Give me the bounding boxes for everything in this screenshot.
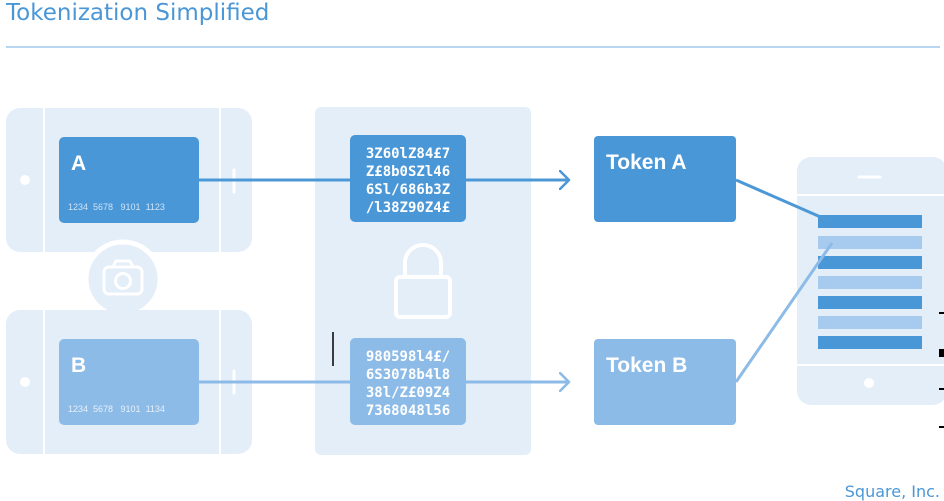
token-b-to-phone <box>734 242 834 383</box>
credit-text: Square, Inc. <box>844 482 940 501</box>
token-b-label: Token B <box>606 354 687 377</box>
token-b: Token B <box>594 339 736 425</box>
encrypted-b-line: 980598l4£/ <box>366 349 450 365</box>
encrypted-a-line: 6Sl/686b3Z <box>366 182 450 198</box>
encrypted-a-line: Z£8b0SZl46 <box>366 164 450 180</box>
card-a-number: 1234 5678 9101 1123 <box>68 202 165 212</box>
card-b-letter: B <box>71 354 86 377</box>
edge-mark <box>939 312 944 314</box>
camera-badge <box>83 239 163 319</box>
encrypted-a-line: /l38Z90Z4£ <box>366 200 450 216</box>
edge-mark <box>939 388 944 390</box>
token-a-label: Token A <box>606 151 687 174</box>
encrypted-b-line: 7368048l56 <box>366 403 450 419</box>
encrypted-b-line: 38l/Z£09Z4 <box>366 385 450 401</box>
token-a-to-phone <box>735 178 833 224</box>
padlock-icon <box>394 243 452 319</box>
encrypted-block-a: 3Z60lZ84£7 Z£8b0SZl46 6Sl/686b3Z /l38Z90… <box>350 135 466 222</box>
card-a-letter: A <box>71 152 86 175</box>
token-a: Token A <box>594 136 736 222</box>
card-a: A 1234 5678 9101 1123 <box>59 137 199 223</box>
phone-data-rows <box>818 215 922 349</box>
encrypted-a-line: 3Z60lZ84£7 <box>366 146 450 162</box>
encrypted-block-b: 980598l4£/ 6S3078b4l8 38l/Z£09Z4 7368048… <box>350 338 466 425</box>
edge-mark <box>939 426 944 428</box>
title-divider <box>6 46 940 48</box>
edge-mark <box>939 349 944 357</box>
camera-icon <box>102 259 144 296</box>
card-b-number: 1234 5678 9101 1134 <box>68 404 165 414</box>
encrypted-b-line: 6S3078b4l8 <box>366 367 450 383</box>
card-b: B 1234 5678 9101 1134 <box>59 339 199 425</box>
page-title: Tokenization Simplified <box>6 0 270 26</box>
